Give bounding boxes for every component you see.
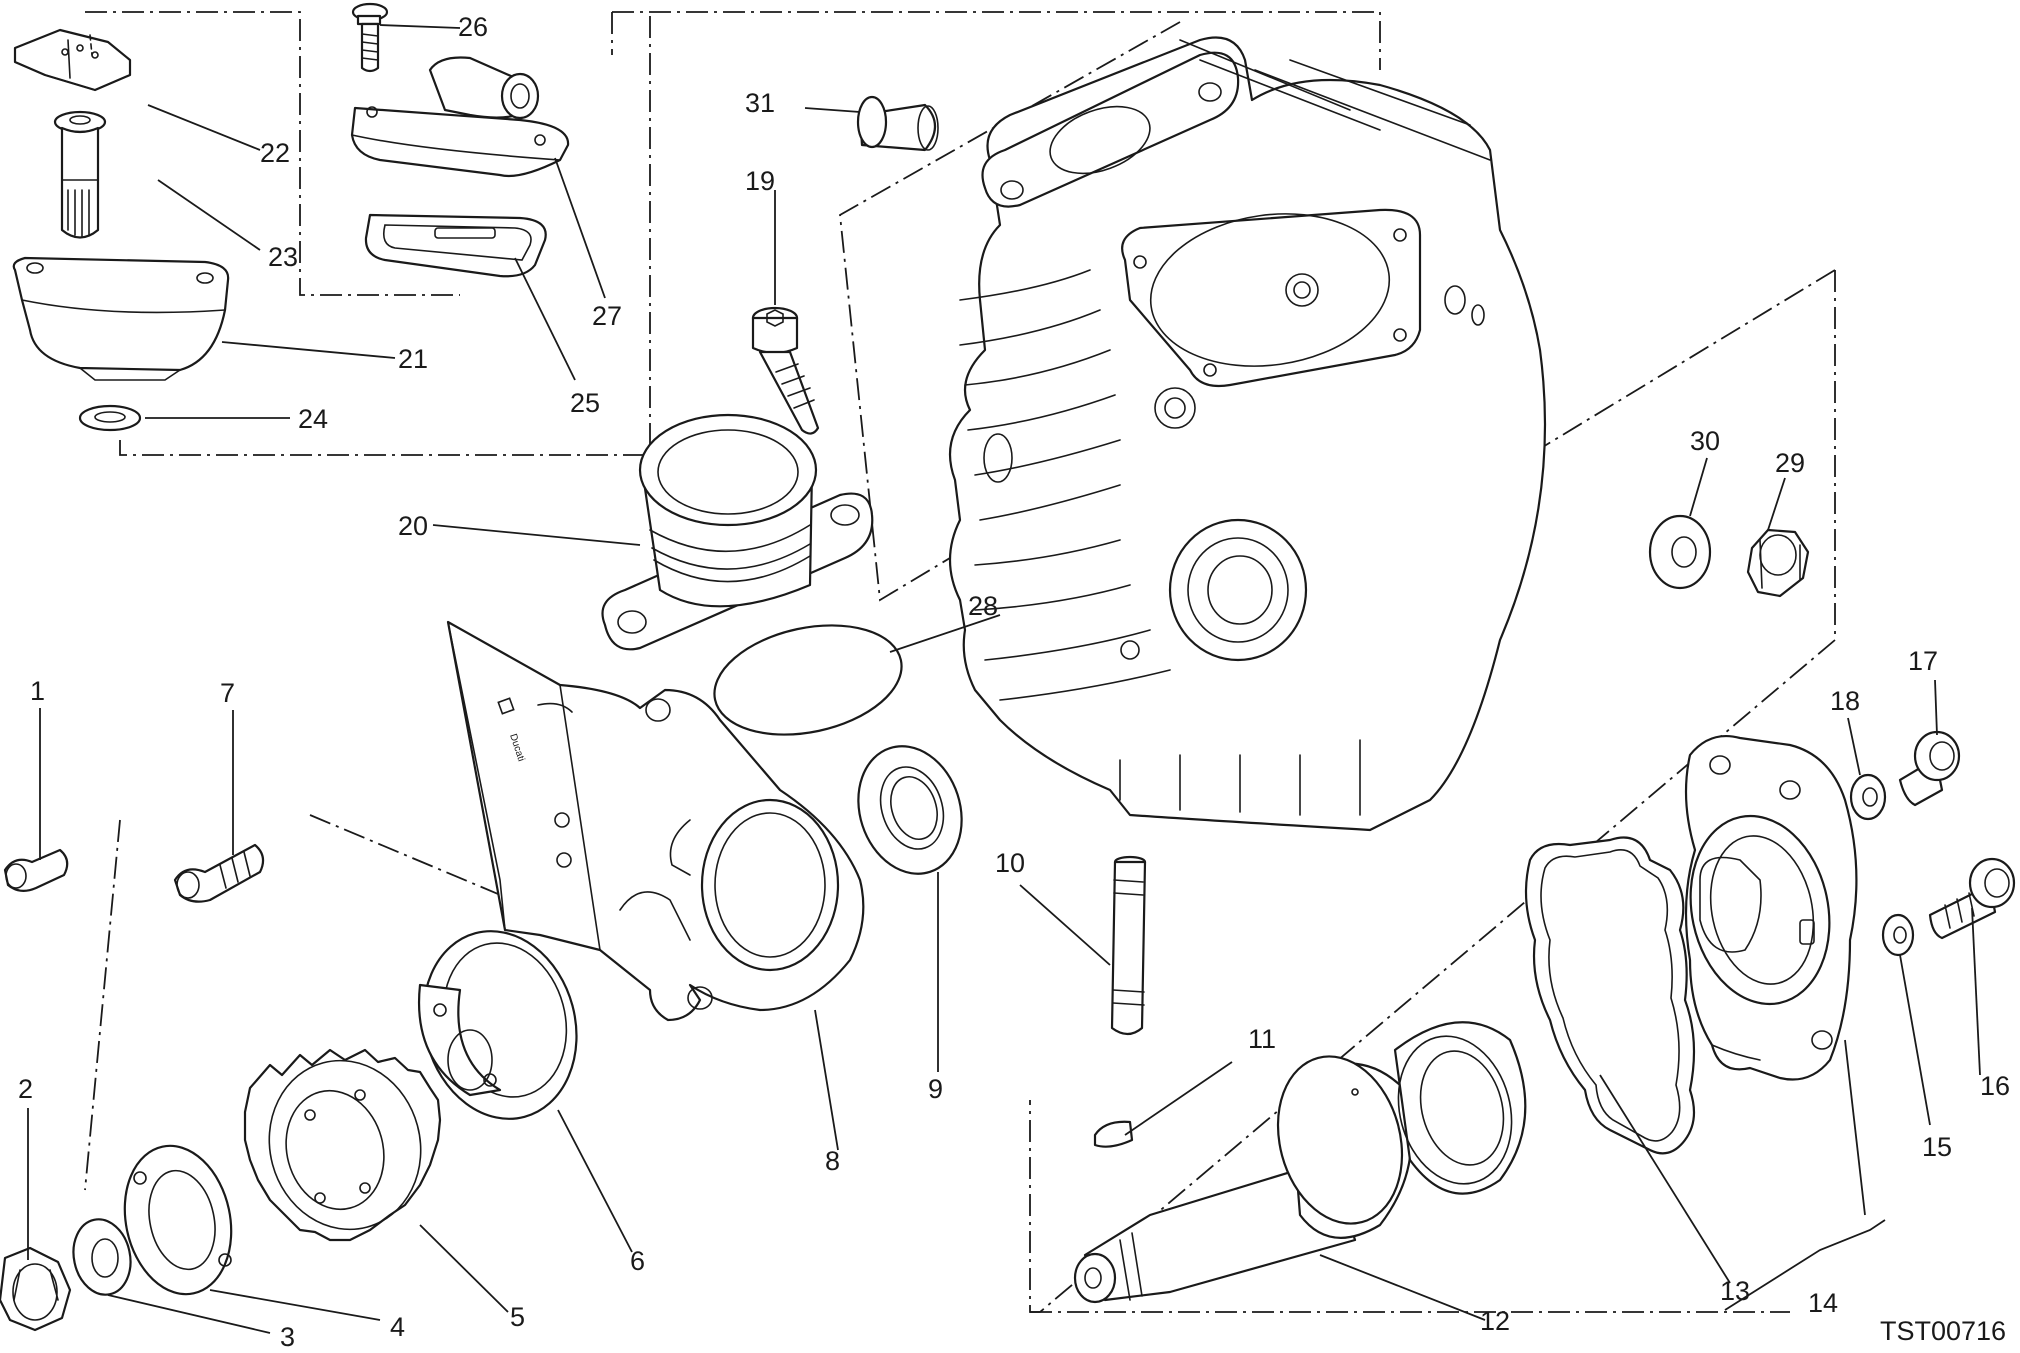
callout-28: 28 xyxy=(968,591,998,621)
part-6-hub xyxy=(418,930,578,1120)
part-7-screw xyxy=(173,843,265,903)
callout-10: 10 xyxy=(995,848,1025,878)
callout-21: 21 xyxy=(398,344,428,374)
part-2-nut xyxy=(0,1246,72,1332)
leader-lines xyxy=(27,24,1981,1334)
callout-14: 14 xyxy=(1808,1288,1838,1318)
callout-11: 11 xyxy=(1248,1024,1276,1054)
callout-9: 9 xyxy=(928,1074,943,1104)
callout-13: 13 xyxy=(1720,1276,1750,1306)
callout-3: 3 xyxy=(280,1322,295,1352)
callout-19: 19 xyxy=(745,166,775,196)
part-15-washer xyxy=(1881,913,1915,957)
part-21-cover xyxy=(12,256,230,381)
callout-15: 15 xyxy=(1922,1132,1952,1162)
callout-2: 2 xyxy=(18,1074,33,1104)
part-20-intake-manifold xyxy=(601,413,874,651)
part-11-key xyxy=(1093,1120,1134,1148)
part-4-plate xyxy=(123,1144,233,1296)
part-30-washer xyxy=(1648,514,1712,590)
part-23-sleeve xyxy=(53,110,107,239)
callout-17: 17 xyxy=(1908,646,1938,676)
part-22-bracket xyxy=(13,28,132,92)
part-29-nut xyxy=(1746,528,1810,598)
part-17-screw xyxy=(1898,730,1961,807)
part-16-screw xyxy=(1928,857,2016,940)
callout-26: 26 xyxy=(458,12,488,42)
part-28-o-ring xyxy=(713,624,903,736)
callout-5: 5 xyxy=(510,1302,525,1332)
part-26-screw xyxy=(351,2,389,73)
callout-8: 8 xyxy=(825,1146,840,1176)
callout-24: 24 xyxy=(298,404,328,434)
part-13-gasket xyxy=(1524,836,1696,1155)
callout-12: 12 xyxy=(1480,1306,1510,1336)
callout-27: 27 xyxy=(592,301,622,331)
part-10-stud xyxy=(1110,855,1147,1036)
callout-23: 23 xyxy=(268,242,298,272)
part-25-gasket xyxy=(364,213,547,278)
part-12-camshaft xyxy=(1073,1021,1527,1304)
part-1-screw xyxy=(3,848,69,892)
cylinder-head xyxy=(948,36,1547,832)
callout-31: 31 xyxy=(745,88,775,118)
callout-25: 25 xyxy=(570,388,600,418)
part-9-seal xyxy=(857,745,963,875)
part-3-washer xyxy=(72,1218,132,1296)
part-18-washer xyxy=(1849,773,1887,821)
callout-16: 16 xyxy=(1980,1071,2010,1101)
callout-20: 20 xyxy=(398,511,428,541)
callout-30: 30 xyxy=(1690,426,1720,456)
part-14-sensor-plate xyxy=(1684,734,1858,1081)
part-5-pulley xyxy=(243,1048,442,1242)
drawing-code: TST00716 xyxy=(1880,1316,2006,1346)
part-19-screw xyxy=(751,306,820,435)
callout-29: 29 xyxy=(1775,448,1805,478)
part-8-cover-plate: Ducati xyxy=(446,620,865,1022)
callout-1: 1 xyxy=(30,676,45,706)
callout-18: 18 xyxy=(1830,686,1860,716)
part-31-bush xyxy=(856,95,939,152)
callout-4: 4 xyxy=(390,1312,405,1342)
part-27-outlet-cover xyxy=(350,56,570,178)
part-24-washer xyxy=(78,404,142,432)
callout-22: 22 xyxy=(260,138,290,168)
callout-7: 7 xyxy=(220,678,235,708)
callout-6: 6 xyxy=(630,1246,645,1276)
callout-labels: 1 2 3 4 5 6 7 8 9 10 11 12 13 14 15 16 1… xyxy=(18,12,2010,1352)
